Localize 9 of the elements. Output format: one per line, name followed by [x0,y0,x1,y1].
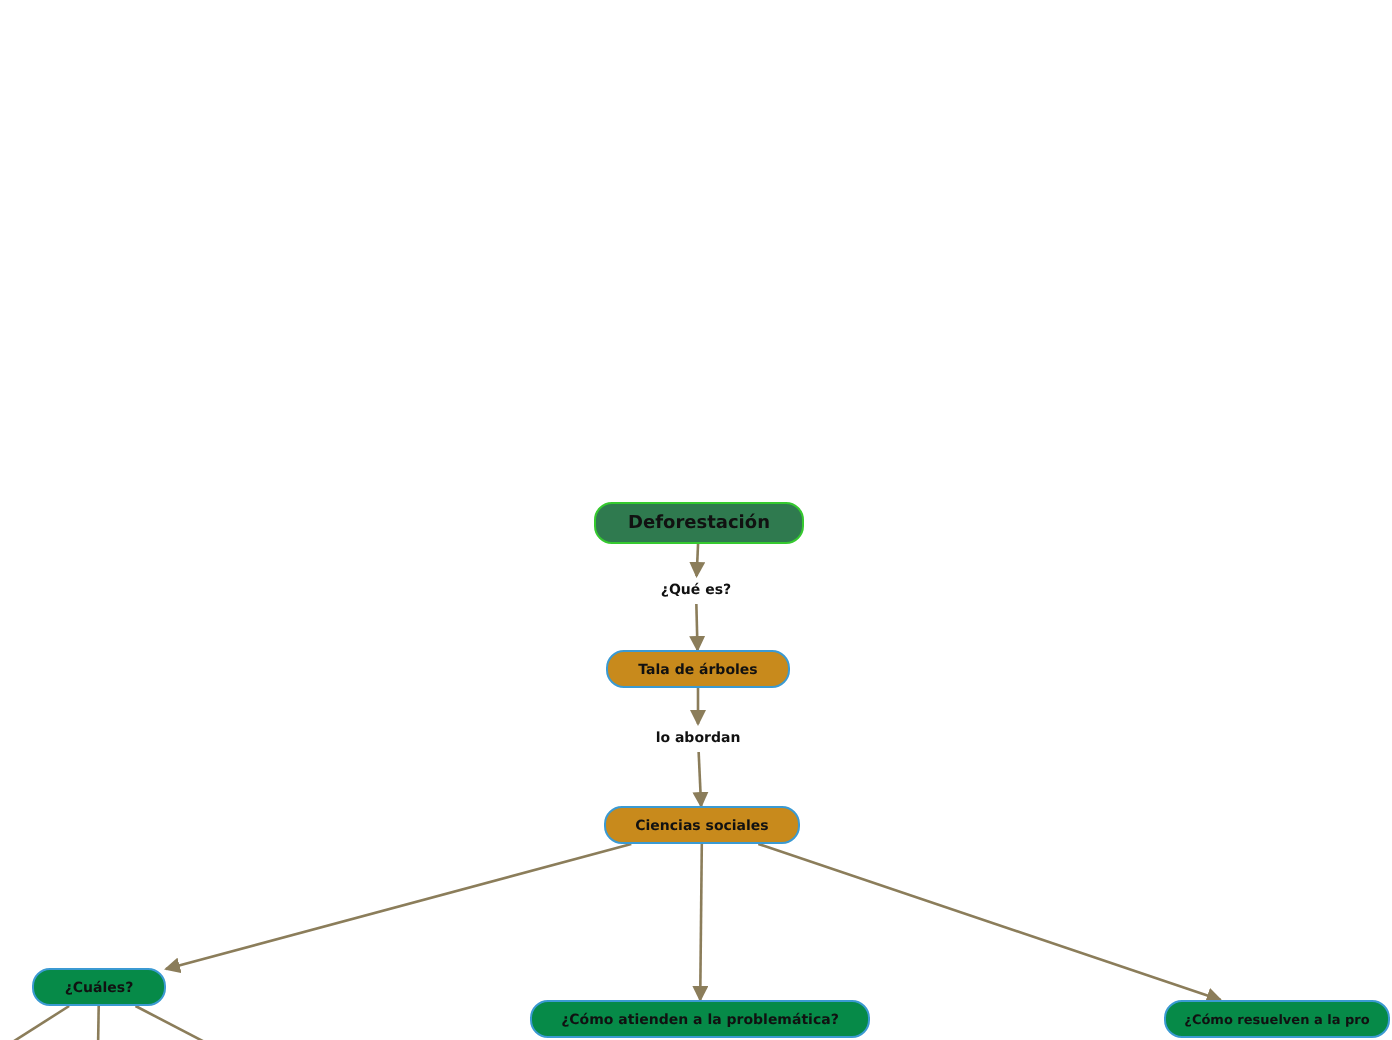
arrow [757,842,1223,1004]
arrow [689,543,706,578]
topic-box: Deforestación [594,502,804,544]
arrow [692,751,709,808]
arrow [690,688,706,726]
arrow [689,603,706,652]
arrow [692,844,709,1002]
arrow [164,842,632,974]
connector-line [96,1005,100,1040]
